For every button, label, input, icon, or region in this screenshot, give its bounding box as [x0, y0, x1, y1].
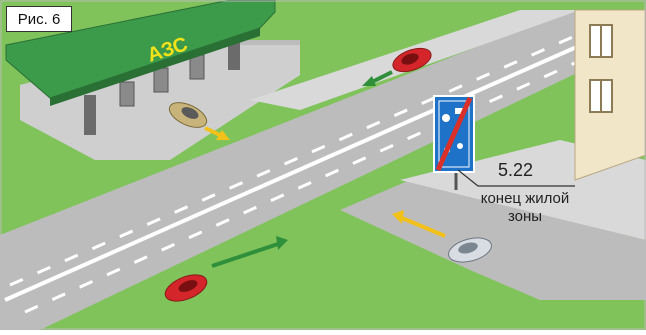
sign-code: 5.22: [498, 160, 533, 181]
residential-building: [575, 10, 646, 180]
fuel-pump: [154, 68, 168, 92]
sign-name-line2: зоны: [460, 208, 590, 226]
sign-name: конец жилой зоны: [460, 190, 590, 226]
fuel-pump: [120, 82, 134, 106]
sign-child-icon: [457, 143, 463, 149]
figure-label: Рис. 6: [6, 6, 72, 32]
station-pillar: [84, 95, 96, 135]
sign-house-icon: [442, 114, 450, 122]
sign-name-line1: конец жилой: [460, 190, 590, 208]
